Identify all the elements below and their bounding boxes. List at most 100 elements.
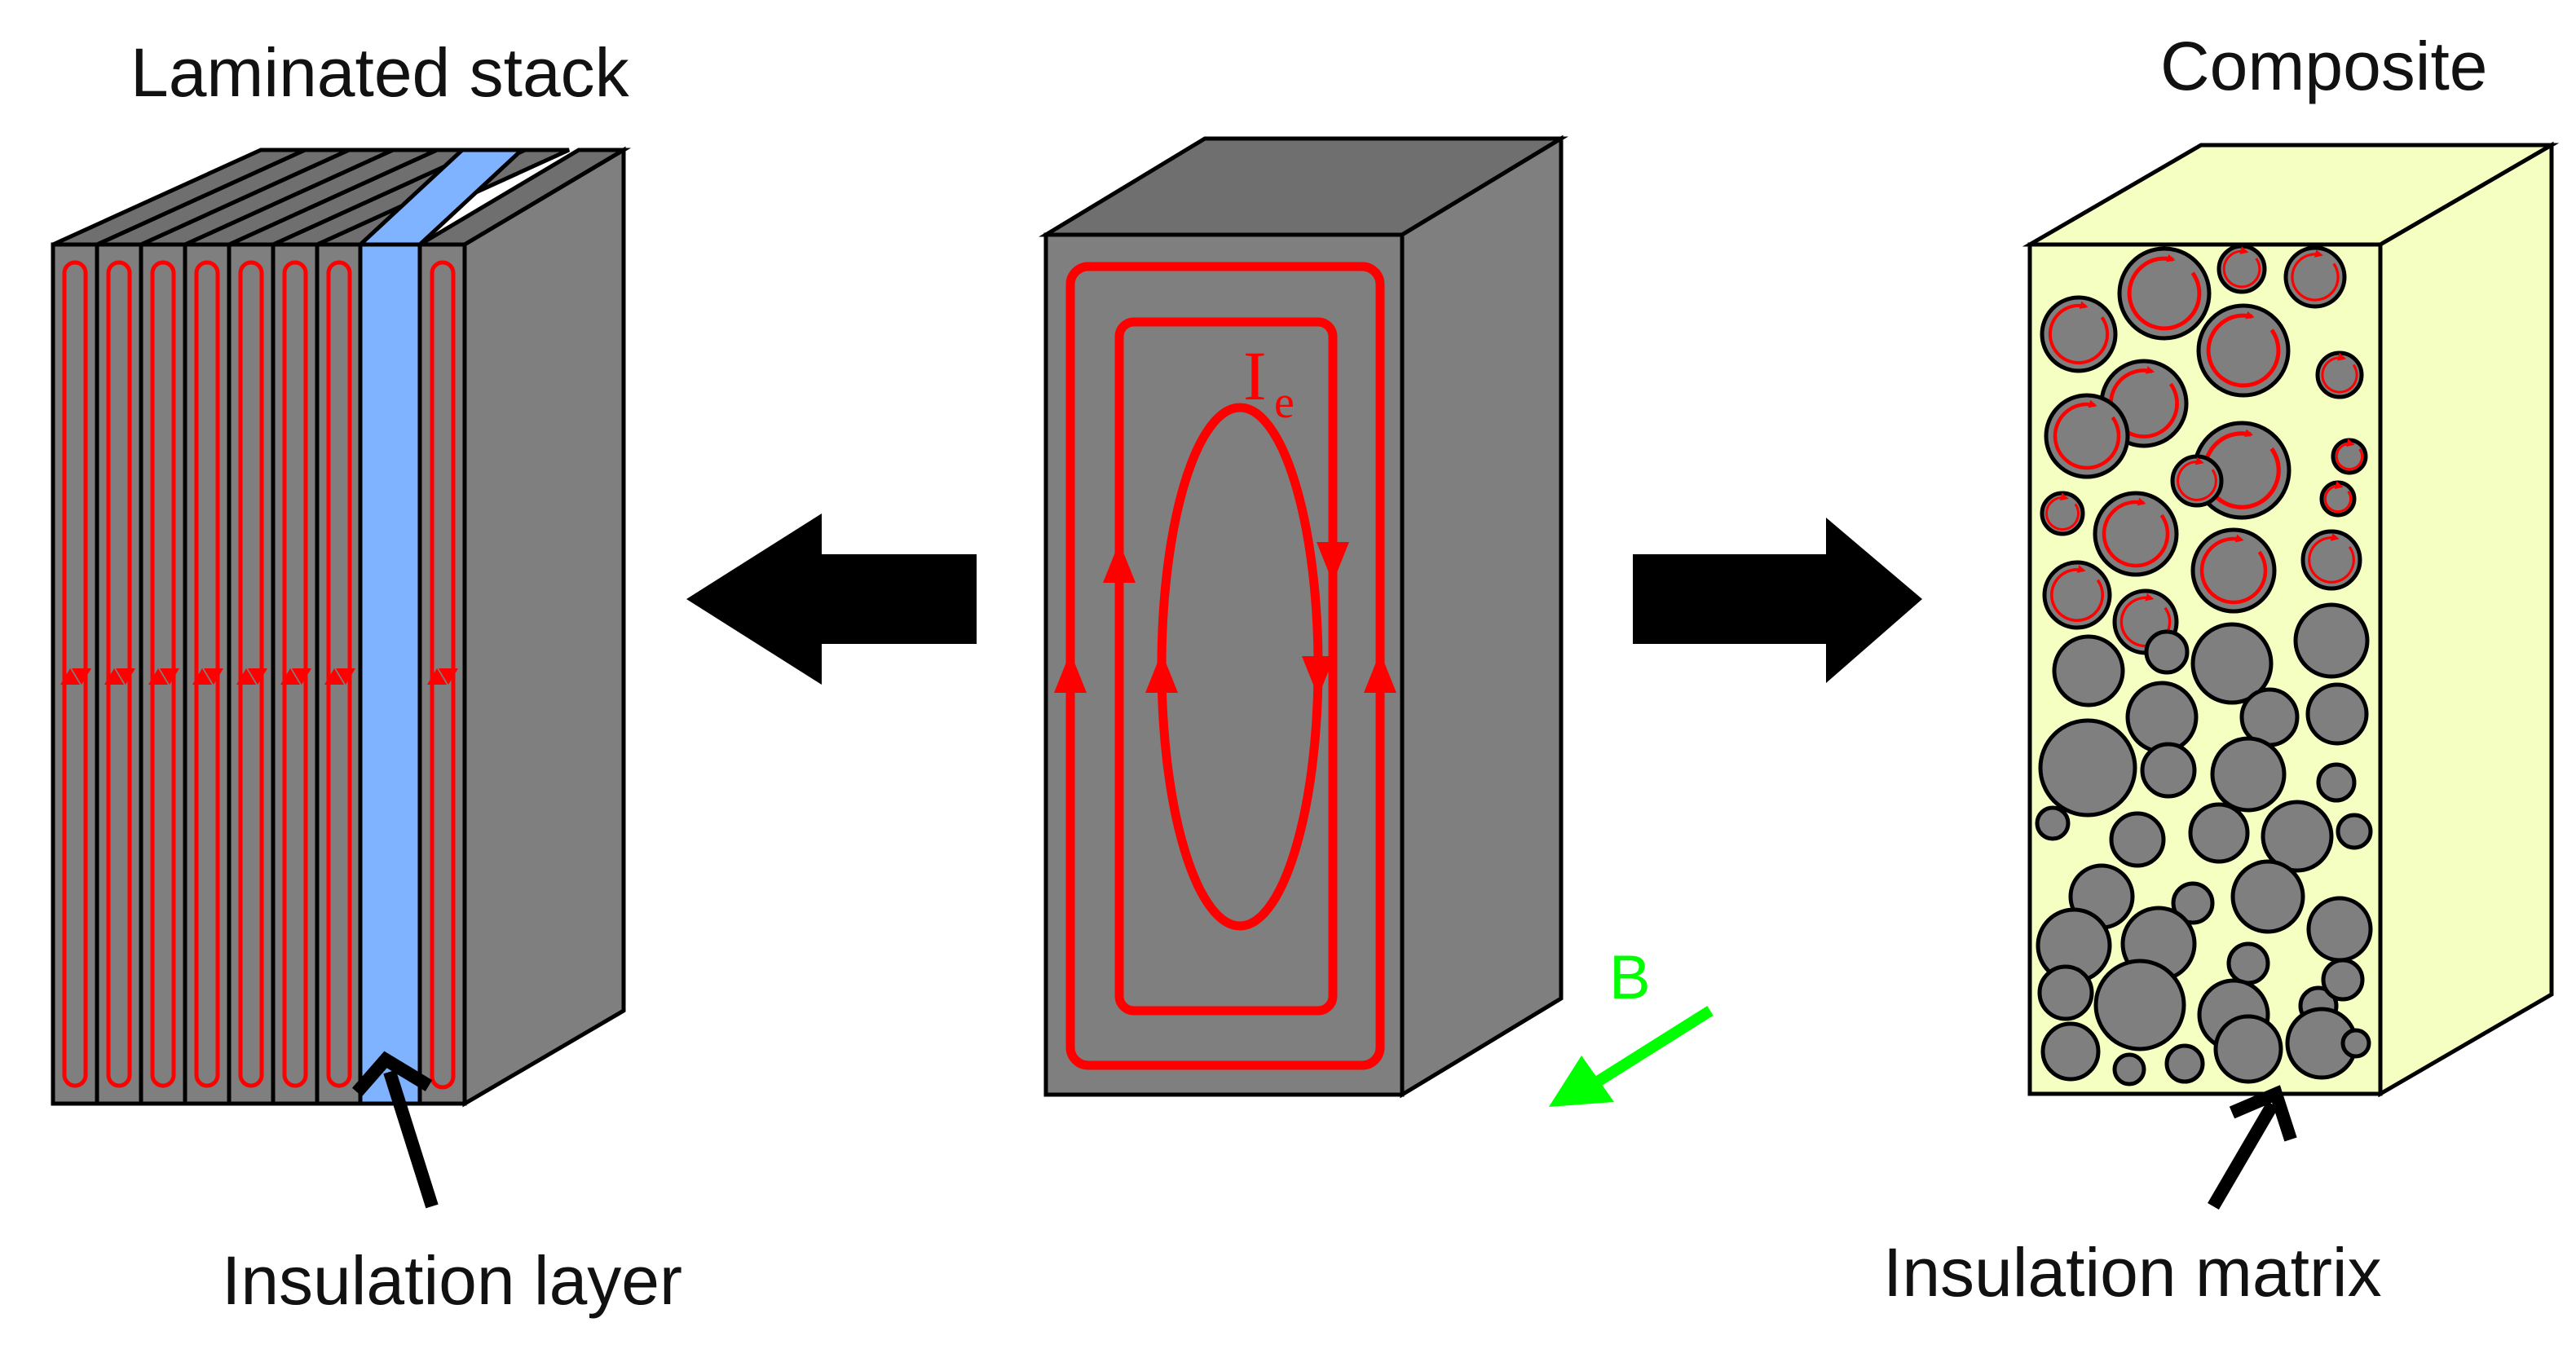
metal-particle bbox=[2316, 762, 2357, 803]
insulation-matrix-label: Insulation matrix bbox=[1883, 1234, 2382, 1311]
lamination-current-arrow-up bbox=[148, 668, 168, 685]
insulation-layer-label: Insulation layer bbox=[222, 1242, 682, 1319]
current-arrow-inner-left bbox=[1145, 652, 1178, 693]
magnetic-field-arrow-shaft bbox=[1590, 1006, 1714, 1089]
eddy-current-subscript: e bbox=[1274, 377, 1295, 428]
lamination-sheet bbox=[51, 242, 99, 1106]
laminated-stack-title: Laminated stack bbox=[130, 34, 630, 111]
metal-particle bbox=[2331, 438, 2368, 475]
metal-particle bbox=[2140, 742, 2197, 799]
lamination-current-arrow-down bbox=[160, 668, 179, 685]
metal-particle bbox=[2213, 1014, 2283, 1084]
lamination-current-arrow-down bbox=[248, 668, 267, 685]
metal-particle bbox=[2283, 245, 2347, 309]
lamination-current-arrow-down bbox=[292, 668, 311, 685]
particle-eddy-current bbox=[2335, 439, 2364, 471]
metal-particle bbox=[2306, 896, 2373, 963]
lamination-current-arrow-up bbox=[236, 668, 256, 685]
particle-eddy-current bbox=[2321, 353, 2358, 394]
particle-eddy-current bbox=[2206, 311, 2281, 388]
metal-particle bbox=[2125, 681, 2199, 754]
metal-particle bbox=[2040, 491, 2085, 536]
block-front-face bbox=[1043, 232, 1405, 1097]
metal-particle bbox=[2042, 560, 2112, 630]
lamination-sheet bbox=[183, 242, 232, 1106]
end-sheet-current-arrow-down bbox=[439, 668, 458, 685]
lamination-sheet-face bbox=[139, 242, 187, 1106]
metal-particle bbox=[2112, 1052, 2146, 1087]
right-block-arrow bbox=[1633, 518, 1922, 683]
current-arrow-inner-right bbox=[1302, 656, 1334, 697]
current-arrow-middle-left bbox=[1103, 542, 1136, 583]
lamination-current-arrow-down bbox=[116, 668, 135, 685]
lamination-current-arrow-up bbox=[192, 668, 212, 685]
lamination-current-arrow-down bbox=[336, 668, 355, 685]
metal-particle bbox=[2261, 800, 2334, 873]
lamination-sheet-face bbox=[227, 242, 276, 1106]
insulation-matrix-pointer bbox=[2208, 1085, 2297, 1210]
particle-eddy-current bbox=[2045, 492, 2080, 531]
metal-particle bbox=[2315, 350, 2364, 399]
metal-particle bbox=[2336, 813, 2373, 850]
metal-particle bbox=[2093, 491, 2179, 577]
metal-particle bbox=[2171, 881, 2215, 925]
metal-particle bbox=[2035, 805, 2071, 841]
current-arrow-outer-left bbox=[1054, 652, 1087, 693]
block-side bbox=[1400, 134, 1564, 1099]
metal-particle bbox=[2305, 682, 2369, 746]
eddy-current-middle-loop bbox=[1114, 317, 1338, 1016]
lamination-sheet bbox=[315, 242, 364, 1106]
lamination-sheet-face bbox=[315, 242, 364, 1106]
metal-particle bbox=[2044, 393, 2130, 479]
metal-particle bbox=[2117, 246, 2212, 341]
metal-particle bbox=[2040, 295, 2118, 373]
end-lamination-sheet bbox=[412, 146, 632, 1108]
particle-eddy-current bbox=[2323, 481, 2353, 514]
metal-particle bbox=[2321, 958, 2365, 1002]
particle-eddy-current bbox=[2308, 532, 2355, 584]
metal-particle bbox=[2109, 811, 2166, 868]
metal-particle bbox=[2093, 959, 2186, 1051]
metal-particle bbox=[2038, 718, 2137, 818]
particle-eddy-current bbox=[2222, 246, 2261, 289]
metal-particle bbox=[2210, 736, 2287, 813]
metal-particle bbox=[2293, 602, 2370, 679]
metal-particle bbox=[2319, 480, 2357, 518]
lamination-current-arrow-up bbox=[60, 668, 80, 685]
metal-particle bbox=[2196, 303, 2291, 398]
solid-conductor-block: I e bbox=[1039, 134, 1568, 1099]
lamination-sheet-face bbox=[183, 242, 232, 1106]
lamination-sheet bbox=[227, 242, 276, 1106]
lamination-current-arrow-down bbox=[72, 668, 91, 685]
composite-side bbox=[2378, 141, 2554, 1098]
composite-block bbox=[2022, 141, 2560, 1210]
metal-particle bbox=[2190, 527, 2277, 614]
lamination-current-arrow-up bbox=[324, 668, 344, 685]
particle-eddy-current bbox=[2048, 301, 2110, 365]
magnetic-field-label: B bbox=[1609, 943, 1651, 1012]
particle-eddy-current bbox=[2127, 253, 2202, 331]
metal-particle bbox=[2340, 1028, 2371, 1059]
metal-particle bbox=[2037, 964, 2094, 1021]
particle-eddy-current bbox=[2119, 593, 2172, 648]
metal-particles bbox=[2035, 244, 2373, 1087]
eddy-current-label: I bbox=[1243, 337, 1267, 415]
insulation-layer-pointer bbox=[351, 1051, 439, 1209]
lamination-current-arrow-up bbox=[104, 668, 124, 685]
particle-eddy-current bbox=[2102, 497, 2170, 568]
metal-particle bbox=[2300, 529, 2362, 591]
lamination-sheets bbox=[51, 242, 364, 1106]
composite-title: Composite bbox=[2160, 28, 2488, 104]
particle-eddy-current bbox=[2177, 456, 2217, 501]
metal-particle bbox=[2040, 1021, 2101, 1082]
metal-particle bbox=[2190, 622, 2274, 705]
metal-particle bbox=[2052, 634, 2125, 707]
current-arrow-middle-right bbox=[1317, 542, 1349, 583]
laminated-stack bbox=[51, 146, 632, 1209]
magnetic-field-indicator: B bbox=[1549, 943, 1714, 1107]
lamination-sheet-face bbox=[51, 242, 99, 1106]
end-sheet-side bbox=[462, 146, 626, 1108]
lamination-sheet bbox=[139, 242, 187, 1106]
insulation-layer-face bbox=[358, 242, 422, 1106]
metal-particle bbox=[2226, 941, 2270, 985]
